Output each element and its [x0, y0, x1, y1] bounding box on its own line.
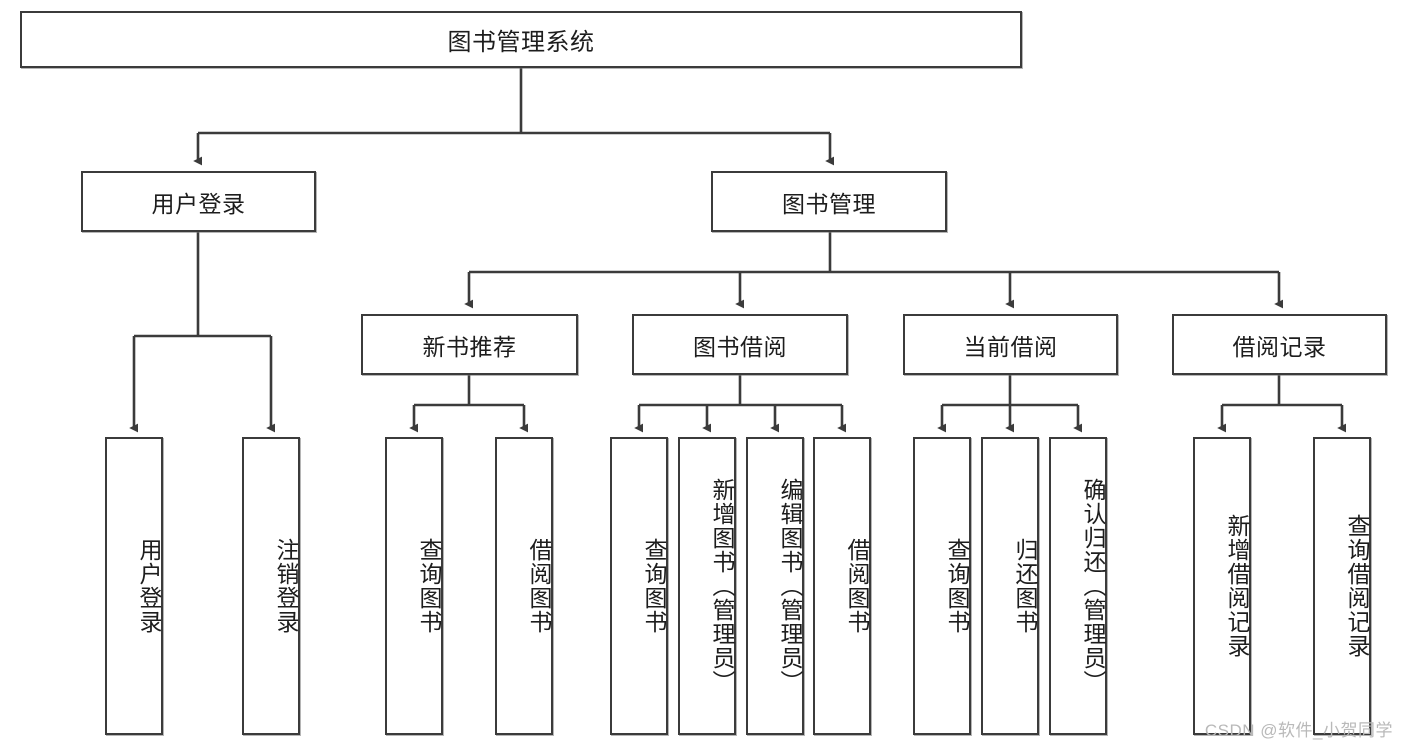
- node-label: 查询图书: [416, 538, 442, 634]
- node-label: 借阅图书: [844, 538, 870, 634]
- node-label: 借阅记录: [1232, 333, 1327, 360]
- leaf-edit-book[interactable]: 编辑图书（管理员）: [746, 437, 804, 735]
- node-label: 图书管理: [782, 190, 876, 217]
- node-label: 借阅图书: [526, 538, 552, 634]
- node-root-book-management-system[interactable]: 图书管理系统: [20, 11, 1022, 68]
- node-label: 图书管理系统: [447, 29, 595, 56]
- node-user-login[interactable]: 用户登录: [81, 171, 316, 232]
- node-book-borrow[interactable]: 图书借阅: [632, 314, 848, 375]
- node-label: 新书推荐: [422, 333, 517, 360]
- leaf-return-book[interactable]: 归还图书: [981, 437, 1039, 735]
- leaf-user-logout[interactable]: 注销登录: [242, 437, 300, 735]
- leaf-query-book-1[interactable]: 查询图书: [385, 437, 443, 735]
- node-new-book-recommend[interactable]: 新书推荐: [361, 314, 578, 375]
- node-label: 用户登录: [136, 538, 162, 634]
- leaf-add-book[interactable]: 新增图书（管理员）: [678, 437, 736, 735]
- node-label: 注销登录: [273, 538, 299, 634]
- node-label: 确认归还（管理员）: [1080, 478, 1106, 694]
- leaf-add-record[interactable]: 新增借阅记录: [1193, 437, 1251, 735]
- node-book-management[interactable]: 图书管理: [711, 171, 947, 232]
- node-label: 新增图书（管理员）: [709, 478, 735, 694]
- leaf-query-record[interactable]: 查询借阅记录: [1313, 437, 1371, 735]
- node-label: 查询图书: [641, 538, 667, 634]
- node-label: 用户登录: [151, 190, 246, 217]
- node-label: 新增借阅记录: [1224, 514, 1250, 658]
- leaf-confirm-return[interactable]: 确认归还（管理员）: [1049, 437, 1107, 735]
- node-label: 图书借阅: [693, 333, 787, 360]
- node-label: 查询借阅记录: [1344, 514, 1370, 658]
- node-current-borrow[interactable]: 当前借阅: [903, 314, 1118, 375]
- node-label: 查询图书: [944, 538, 970, 634]
- node-label: 当前借阅: [963, 333, 1058, 360]
- leaf-user-login[interactable]: 用户登录: [105, 437, 163, 735]
- csdn-watermark: CSDN @软件_小贺同学: [1204, 721, 1393, 740]
- node-borrow-record[interactable]: 借阅记录: [1172, 314, 1387, 375]
- leaf-query-book-3[interactable]: 查询图书: [913, 437, 971, 735]
- leaf-query-book-2[interactable]: 查询图书: [610, 437, 668, 735]
- node-label: 归还图书: [1012, 538, 1038, 634]
- leaf-borrow-book-1[interactable]: 借阅图书: [495, 437, 553, 735]
- node-label: 编辑图书（管理员）: [777, 478, 803, 694]
- leaf-borrow-book-2[interactable]: 借阅图书: [813, 437, 871, 735]
